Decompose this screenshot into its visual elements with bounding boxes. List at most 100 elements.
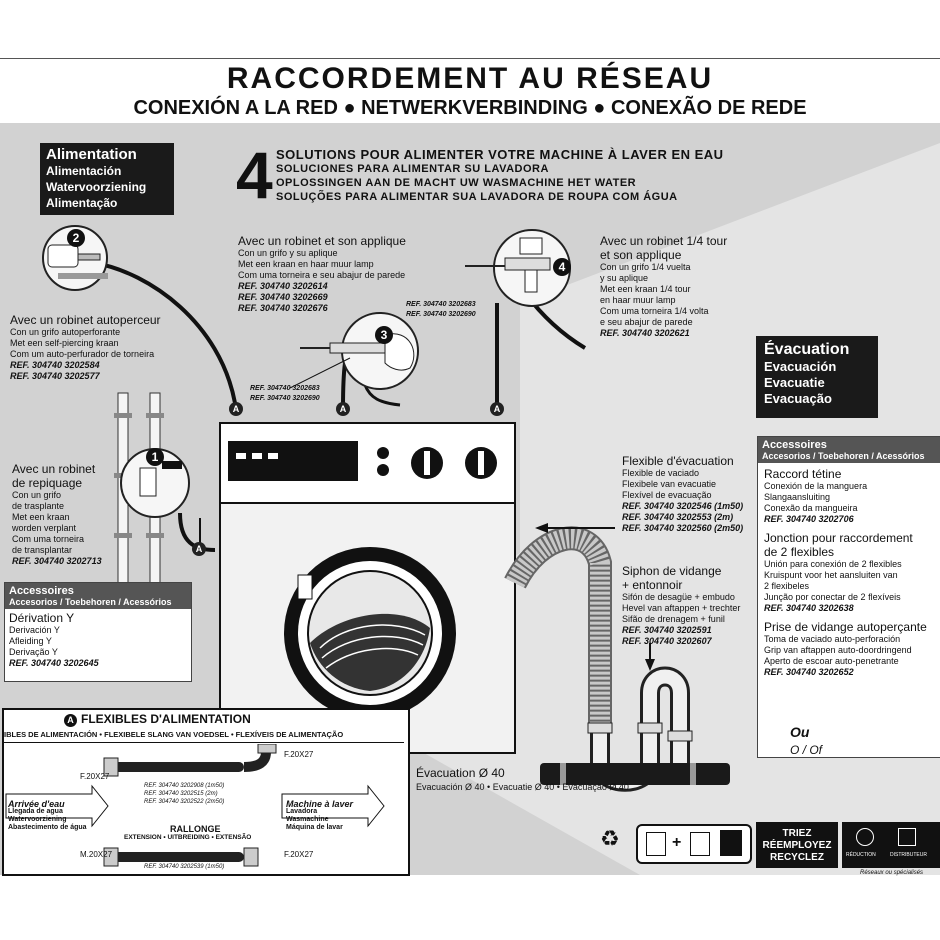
option-1-line: de trasplante (12, 501, 65, 511)
rallonge-sub: EXTENSION • UITBREIDING • EXTENSÃO (124, 834, 252, 841)
alimentation-nl: Watervoorziening (46, 180, 147, 194)
package-icon (646, 832, 666, 856)
option-4-line: e seu abajur de parede (600, 317, 693, 327)
bin-icon (720, 830, 742, 856)
reduction-label: RÉDUCTION (846, 852, 876, 858)
alimentation-es: Alimentación (46, 164, 122, 178)
accessory-ref: REF. 304740 3202706 (764, 514, 854, 524)
connector-a-badge: A (229, 402, 243, 416)
recycle-area: ♻ + TRIEZ RÉEMPLOYEZ RECYCLEZ RÉDUCTION … (596, 820, 940, 876)
accessory-raccord-tetine: Raccord tétine Conexión de la manguera S… (758, 463, 940, 525)
option-2-ref: REF. 304740 3202584 (10, 360, 100, 370)
accessory-prise-vidange: Prise de vidange autoperçante Toma de va… (758, 614, 940, 678)
derivation-y-line: Afleiding Y (9, 636, 52, 646)
machine-pt: Máquina de lavar (286, 824, 343, 831)
page-subtitle: CONEXIÓN A LA RED ● NETWERKVERBINDING ● … (133, 97, 807, 119)
alimentation-pt: Alimentação (46, 196, 118, 210)
option-2-number: 2 (67, 229, 85, 247)
arrivee-nl: Watervoorziening (8, 816, 67, 823)
accessory-line: Conexão da mangueira (764, 503, 858, 513)
option-3-title: Avec un robinet et son applique (238, 234, 406, 248)
accessory-line: Conexión de la manguera (764, 481, 868, 491)
option-4-label: Avec un robinet 1/4 tour et son applique… (600, 234, 760, 339)
accessory-jonction: Jonction pour raccordement de 2 flexible… (758, 525, 940, 614)
flex-arrivee: Arrivée d'eau Llegada de agua Watervoorz… (8, 800, 87, 832)
recycle-symbol-icon: ♻ (600, 826, 620, 851)
ou-label: Ou (790, 724, 810, 740)
accessoires-right-header: Accessoires Accesorios / Toebehoren / Ac… (758, 437, 940, 463)
flexible-evac-line: Flexibele van evacuatie (622, 479, 717, 489)
accessoires-left-subtitle: Accesorios / Toebehoren / Acessórios (9, 597, 172, 607)
solutions-number: 4 (236, 138, 273, 212)
option-1-line: Con un grifo (12, 490, 62, 500)
option-3-line: Met een kraan en haar muur lamp (238, 259, 374, 269)
flex-ref: REF. 304740 3202522 (2m50) (144, 799, 225, 805)
option-4-line: y su aplique (600, 273, 649, 283)
accessory-ref: REF. 304740 3202652 (764, 667, 854, 677)
option-3-line: Com uma torneira e seu abajur de parede (238, 270, 406, 280)
flexibles-graphics (5, 744, 385, 867)
alimentation-fr: Alimentation (46, 146, 137, 163)
option-2-label: Avec un robinet autoperceur Con un grifo… (10, 313, 210, 382)
accessory-line: Grip van aftappen auto-doordringend (764, 645, 912, 655)
recycle-bin-icon: + (636, 824, 752, 864)
accessoires-right-title: Accessoires (762, 439, 827, 451)
accessory-title: Jonction pour raccordement (764, 531, 913, 545)
recyclez-line: RECYCLEZ (770, 852, 824, 863)
derivation-y-line: Derivación Y (9, 625, 60, 635)
rallonge-label: RALLONGE (170, 824, 221, 834)
connector-a-badge: A (64, 714, 77, 727)
option-3-small-ref: REF. 304740 3202690 (250, 395, 320, 402)
derivation-y-title: Dérivation Y (9, 611, 75, 625)
derivation-y-line: Derivação Y (9, 647, 58, 657)
accessoires-left-header: Accessoires Accesorios / Toebehoren / Ac… (5, 583, 191, 609)
reemployez-line: RÉEMPLOYEZ (762, 840, 832, 851)
accessory-line: Junção por conectar de 2 flexíveis (764, 592, 901, 602)
option-1-label: Avec un robinet de repiquage Con un grif… (12, 462, 122, 567)
accessory-line: Slangaansluiting (764, 492, 831, 502)
option-1-number: 1 (146, 448, 164, 466)
evacuation-es: Evacuación (764, 359, 837, 374)
accessory-ref: REF. 304740 3202638 (764, 603, 854, 613)
accessory-title-2: de 2 flexibles (764, 545, 835, 559)
triez-line: TRIEZ (782, 828, 812, 839)
flex-machine: Machine à laver Lavadora Wasmachine Máqu… (286, 800, 353, 832)
option-4-line: Con un grifo 1/4 vuelta (600, 262, 691, 272)
arrivee-pt: Abastecimento de água (8, 824, 87, 831)
option-1-line: worden verplant (12, 523, 77, 533)
derivation-y-ref: REF. 304740 3202645 (9, 658, 99, 668)
option-4-small-refs: REF. 304740 3202683 REF. 304740 3202690 (406, 300, 476, 320)
accessory-line: Toma de vaciado auto-perforación (764, 634, 901, 644)
solutions-line-es: SOLUCIONES PARA ALIMENTAR SU LAVADORA (276, 163, 549, 175)
accessoires-left-title: Accessoires (9, 585, 74, 597)
siphon-line: Sifão de drenagem + funil (622, 614, 725, 624)
evacuation-heading-box: Évacuation Evacuación Evacuatie Evacuaçã… (756, 336, 878, 418)
option-4-small-ref: REF. 304740 3202683 (406, 301, 476, 308)
top-rule (0, 58, 940, 59)
flexible-evac-ref: REF. 304740 3202553 (2m) (622, 512, 734, 522)
siphon-title: Siphon de vidange (622, 564, 722, 578)
connector-a-badge: A (490, 402, 504, 416)
flexibles-subtitle: IBLES DE ALIMENTACIÓN • FLEXIBELE SLANG … (4, 730, 344, 739)
evac-diam-sub: Evacuación Ø 40 • Evacuatie Ø 40 • Evacu… (416, 782, 629, 792)
option-4-small-ref: REF. 304740 3202690 (406, 311, 476, 318)
ou-sub-label: O / Of (790, 743, 823, 757)
siphon-label: Siphon de vidange + entonnoir Sifón de d… (622, 564, 762, 647)
accessory-line: Aperto de escoar auto-penetrante (764, 656, 899, 666)
flexible-evac-ref: REF. 304740 3202546 (1m50) (622, 501, 744, 511)
evacuation-pt: Evacuação (764, 391, 832, 406)
connector-a-badge: A (192, 542, 206, 556)
accessory-line: 2 flexibeles (764, 581, 810, 591)
recycle-info-box: RÉDUCTION DISTRIBUTEUR (842, 822, 940, 868)
flex-ref: REF. 304740 3202908 (1m50) (144, 783, 225, 789)
option-2-title: Avec un robinet autoperceur (10, 313, 161, 327)
option-1-line: de transplantar (12, 545, 73, 555)
siphon-line: Sifón de desagüe + embudo (622, 592, 735, 602)
accessory-line: Unión para conexión de 2 flexibles (764, 559, 902, 569)
flex-m-label: M.20X27 (80, 850, 113, 859)
flexible-evac-line: Flexible de vaciado (622, 468, 700, 478)
option-4-line: Com uma torneira 1/4 volta (600, 306, 709, 316)
option-1-line: Com uma torneira (12, 534, 85, 544)
